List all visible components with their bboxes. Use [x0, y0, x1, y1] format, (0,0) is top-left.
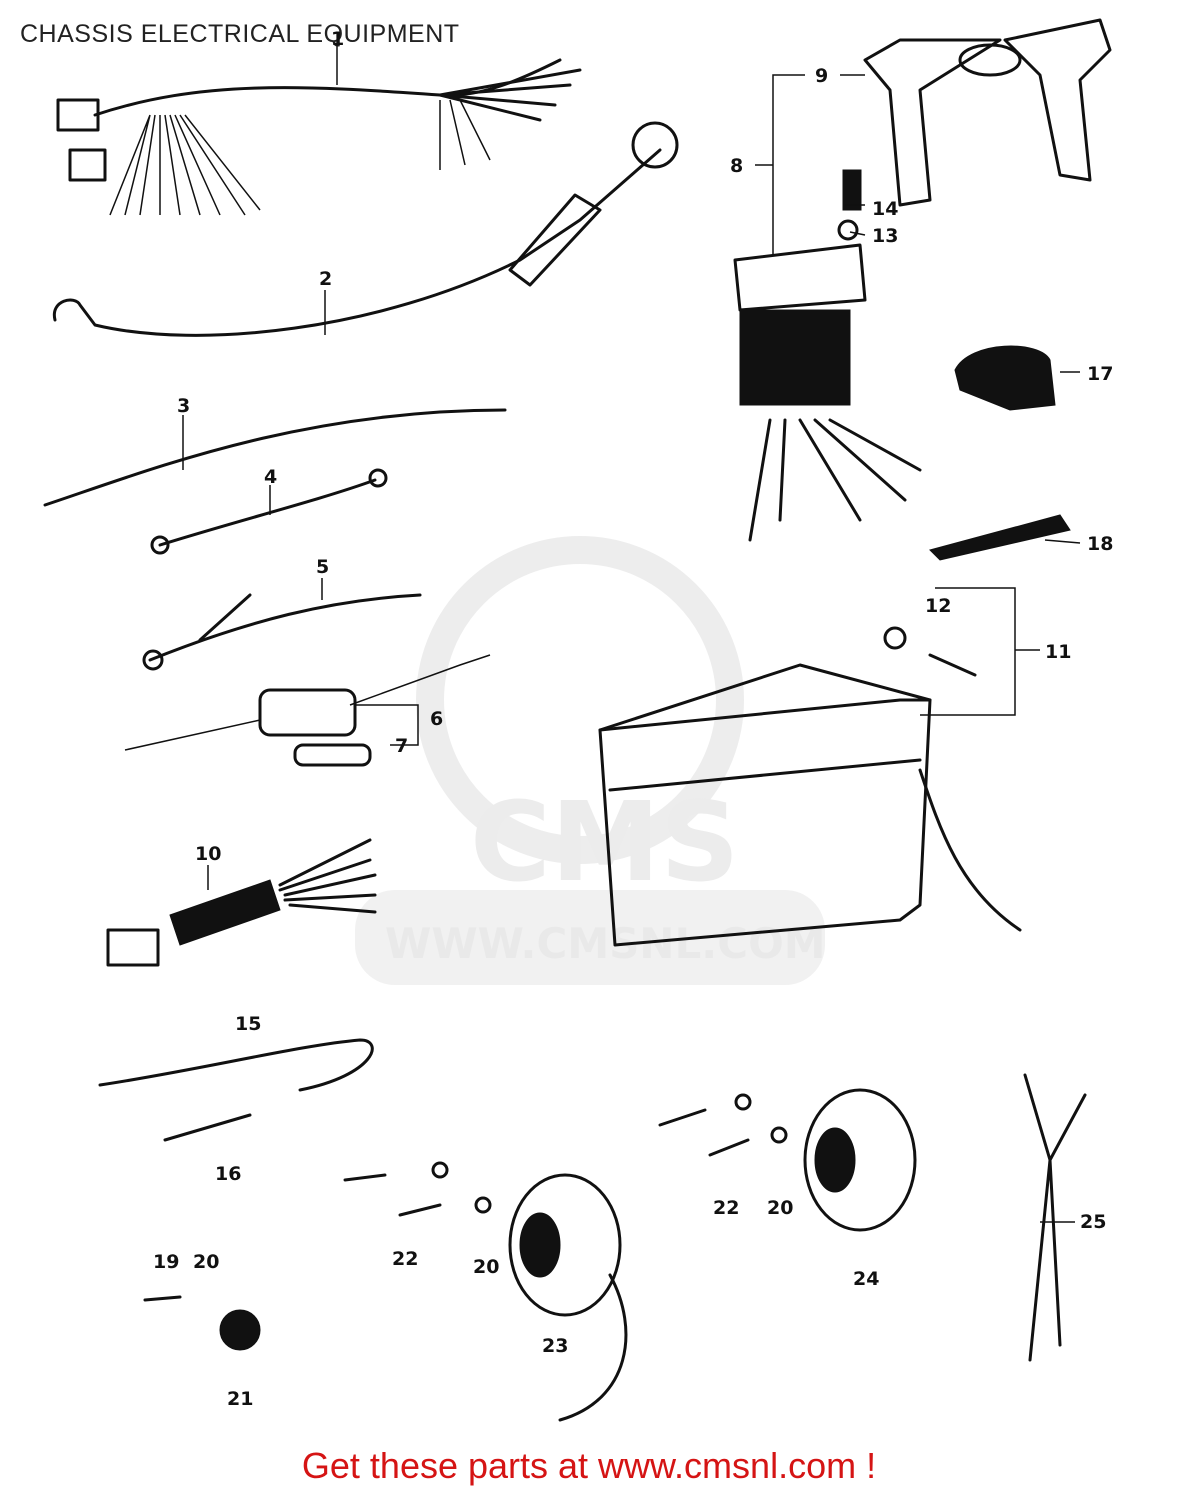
part-21-component [219, 1309, 261, 1351]
part-9-keys [863, 18, 1112, 207]
callout-6: 6 [430, 708, 443, 730]
callout-21: 21 [227, 1388, 253, 1410]
part-8-ignition-switch [733, 243, 922, 542]
part-3-cable [43, 408, 507, 507]
part-5-lead [142, 593, 422, 671]
callout-22-a: 22 [392, 1248, 418, 1270]
part-14-screw [842, 169, 862, 211]
part-10-sub-harness [106, 838, 377, 967]
part-12-terminal-bolt [883, 626, 977, 677]
callout-16: 16 [215, 1163, 241, 1185]
part-15-lead [98, 1038, 374, 1092]
part-1-wire-harness [56, 58, 582, 216]
part-4-ground-strap [150, 468, 388, 555]
part-6-fuse-holder [124, 654, 491, 751]
callout-25: 25 [1080, 1211, 1106, 1233]
callout-19: 19 [153, 1251, 179, 1273]
callout-7: 7 [395, 735, 408, 757]
part-2-cable [52, 121, 679, 337]
callout-17: 17 [1087, 363, 1113, 385]
callout-1: 1 [331, 28, 344, 50]
watermark-url-text: WWW.CMSNL.COM [385, 919, 826, 968]
callout-14: 14 [872, 198, 898, 220]
callout-10: 10 [195, 843, 221, 865]
part-18-boot [929, 514, 1071, 561]
callout-11: 11 [1045, 641, 1071, 663]
footer-link-text[interactable]: Get these parts at www.cmsnl.com ! [301, 1445, 877, 1486]
part-11-battery [598, 663, 1022, 947]
callout-5: 5 [316, 556, 329, 578]
small-hardware [143, 1093, 788, 1302]
part-24-horn [803, 1088, 917, 1232]
callout-24: 24 [853, 1268, 879, 1290]
callout-23: 23 [542, 1335, 568, 1357]
callout-12: 12 [925, 595, 951, 617]
callout-15: 15 [235, 1013, 261, 1035]
callout-8: 8 [730, 155, 743, 177]
diagram-title: CHASSIS ELECTRICAL EQUIPMENT [20, 20, 460, 48]
callout-20-a: 20 [193, 1251, 219, 1273]
callout-numbers: 1 2 3 4 5 6 7 8 9 10 11 12 13 14 15 16 1… [153, 28, 1113, 1410]
callout-3: 3 [177, 395, 190, 417]
part-13-washer [837, 219, 859, 241]
leader-lines [182, 45, 1081, 1223]
callout-9: 9 [815, 65, 828, 87]
callout-20-c: 20 [767, 1197, 793, 1219]
part-23-horn [508, 1173, 628, 1422]
part-17-cap [954, 345, 1056, 411]
part-16-spring [163, 1113, 252, 1142]
callout-22-b: 22 [713, 1197, 739, 1219]
part-7-fuse [293, 743, 372, 767]
callout-4: 4 [264, 466, 277, 488]
part-25-horn-lead [1023, 1073, 1087, 1362]
callout-2: 2 [319, 268, 332, 290]
callout-20-b: 20 [473, 1256, 499, 1278]
callout-13: 13 [872, 225, 898, 247]
callout-18: 18 [1087, 533, 1113, 555]
cmsnl-watermark: CMS WWW.CMSNL.COM [355, 536, 826, 985]
